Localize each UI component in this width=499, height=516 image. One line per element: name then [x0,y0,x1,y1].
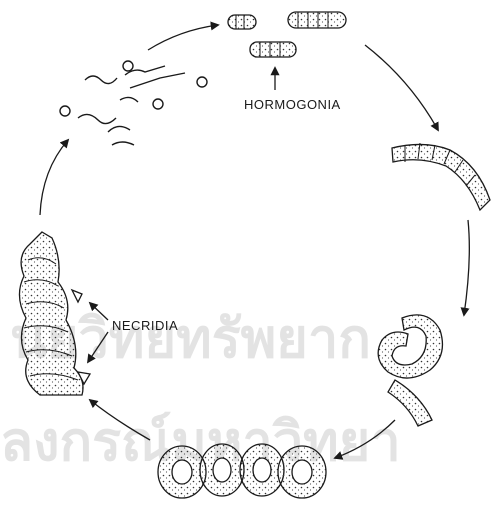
arrow-necridia-pointer-upper [90,303,108,320]
hormogonium-small [250,42,296,57]
arrow-fragments-to-hormogonia [148,25,218,50]
arrow-necridia-pointer-lower [88,332,108,362]
necridia-dead-cell-upper [72,290,82,302]
hormogonium-long [288,12,346,28]
hormogonia-label: HORMOGONIA [244,97,341,112]
necridia-filament-stage [19,232,90,395]
necridia-label: NECRIDIA [112,318,178,333]
mature-coiled-filament-stage [158,444,326,498]
arrow-filament-to-coiling [464,220,469,315]
arrow-necridia-stage-to-fragments [40,140,68,215]
hormogonium-short [228,15,256,29]
coiling-filament-stage [378,315,442,426]
young-filament-stage [392,143,490,210]
hormogonia-filaments [228,12,346,57]
arrow-hormogonia-to-young-filament [365,45,438,130]
filament-fragments [60,61,207,145]
arrow-mature-to-necridia-stage [90,400,150,440]
arrow-coiling-to-mature [335,420,395,458]
